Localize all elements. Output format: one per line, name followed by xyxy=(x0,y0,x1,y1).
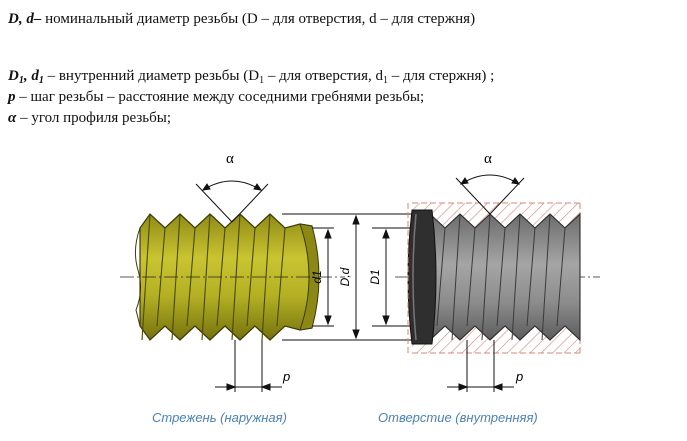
d1-dimension xyxy=(312,227,334,327)
legend-line-diameter: D, d– номинальный диаметр резьбы (D – дл… xyxy=(8,10,475,28)
hole-thread-body xyxy=(429,212,581,342)
symbol-d1-sub: 1 xyxy=(38,75,44,86)
Dd-dimension xyxy=(282,213,414,341)
pitch-description: – шаг резьбы – расстояние между соседним… xyxy=(15,89,425,105)
inner-desc-c: – для стержня) ; xyxy=(387,68,495,84)
hole-front-face xyxy=(407,209,437,345)
inner-desc-sub-b: 1 xyxy=(382,75,388,86)
angle-description: – угол профиля резьбы; xyxy=(16,110,172,126)
alpha-hole-label: α xyxy=(484,151,492,167)
alpha-hole-dimension xyxy=(455,174,525,215)
D1-dimension xyxy=(372,227,414,327)
legend-line-inner-diameter: D1, d1 – внутренний диаметр резьбы (D1 –… xyxy=(8,67,494,90)
inner-desc-a: – внутренний диаметр резьбы (D xyxy=(43,68,260,84)
p-hole-dimension xyxy=(447,340,514,392)
Dd-label: D,d xyxy=(338,267,352,286)
p-rod-dimension xyxy=(215,340,282,392)
legend-line-pitch: p – шаг резьбы – расстояние между соседн… xyxy=(8,88,424,106)
symbol-D-d: D, d xyxy=(8,11,34,27)
D1-label: D1 xyxy=(368,269,382,284)
symbol-d1: d xyxy=(31,68,39,84)
hole-thread-lines xyxy=(436,213,566,341)
caption-hole: Отверстие (внутренняя) xyxy=(378,410,538,425)
symbol-alpha: α xyxy=(8,110,17,126)
diameter-description: номинальный диаметр резьбы (D – для отве… xyxy=(41,11,476,27)
hole-part xyxy=(407,202,581,354)
p-rod-label: p xyxy=(282,369,290,384)
legend-line-angle: α – угол профиля резьбы; xyxy=(8,109,171,127)
dash: – xyxy=(33,11,42,27)
separator: , xyxy=(23,68,32,84)
symbol-p: p xyxy=(8,89,16,105)
inner-desc-sub-a: 1 xyxy=(259,75,265,86)
symbol-D1: D xyxy=(8,68,19,84)
inner-desc-b: – для отверстия, d xyxy=(264,68,383,84)
symbol-D1-sub: 1 xyxy=(18,75,24,86)
alpha-rod-label: α xyxy=(226,151,234,167)
p-hole-label: p xyxy=(515,369,523,384)
alpha-rod-dimension xyxy=(195,180,269,223)
caption-rod: Стрежень (наружная) xyxy=(152,410,287,425)
d1-label: d1 xyxy=(310,270,324,283)
